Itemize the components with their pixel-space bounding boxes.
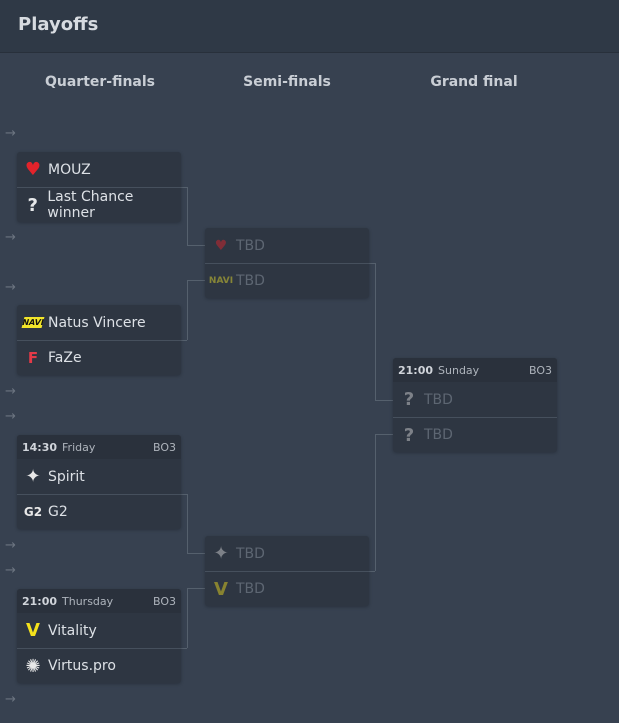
- team-row[interactable]: G2 G2: [17, 494, 181, 529]
- team-name: FaZe: [48, 350, 82, 366]
- team-row[interactable]: ? TBD: [393, 417, 557, 452]
- team-row[interactable]: ✦ Spirit: [17, 459, 181, 494]
- team-name: Spirit: [48, 468, 85, 485]
- match-time: 14:30: [22, 440, 58, 454]
- bracket-connector-line: [368, 571, 375, 572]
- match-header: 21:00 Sunday BO3: [393, 358, 557, 382]
- bracket-connector-line: [181, 494, 187, 495]
- navi-logo-icon: NAVI: [21, 317, 45, 328]
- team-row[interactable]: ♥ MOUZ: [17, 152, 181, 187]
- team-name: Vitality: [48, 622, 97, 639]
- navi-faze-icon: NAVI: [208, 276, 234, 286]
- team-name: G2: [48, 504, 68, 520]
- team-row[interactable]: V TBD: [205, 571, 369, 606]
- g2-logo-icon: G2: [23, 505, 43, 519]
- arrow-icon: →: [5, 384, 16, 399]
- question-icon: ?: [27, 194, 38, 216]
- bracket-connector-line: [187, 588, 205, 589]
- match-day: Friday: [62, 440, 96, 454]
- match-format: BO3: [152, 440, 176, 454]
- match-format: BO3: [152, 594, 176, 608]
- team-row[interactable]: ? Last Chance winner: [17, 187, 181, 222]
- column-semi-finals: Semi-finals: [243, 74, 331, 90]
- column-quarter-finals: Quarter-finals: [44, 74, 156, 90]
- team-row[interactable]: ✺ Virtus.pro: [17, 648, 181, 683]
- team-name: TBD: [236, 545, 265, 562]
- team-name: TBD: [236, 581, 265, 597]
- bracket-connector-line: [187, 187, 188, 245]
- arrow-icon: →: [5, 126, 16, 141]
- virtuspro-logo-icon: ✺: [25, 655, 41, 677]
- bracket-connector-line: [187, 553, 205, 554]
- arrow-icon: →: [5, 563, 16, 578]
- faze-logo-icon: F: [27, 349, 39, 367]
- spirit-logo-icon: ✦: [25, 466, 41, 487]
- team-row[interactable]: V Vitality: [17, 613, 181, 648]
- bracket-connector-line: [181, 648, 187, 649]
- team-name: TBD: [424, 427, 453, 443]
- spirit-g2-icon: ✦: [213, 543, 229, 564]
- match-day: Thursday: [62, 594, 114, 608]
- match-time: 21:00: [22, 594, 58, 608]
- qf-match-4[interactable]: 21:00 Thursday BO3 V Vitality ✺ Virtus.pro: [17, 589, 181, 683]
- page-header: Playoffs: [0, 0, 619, 53]
- team-name: Last Chance winner: [47, 189, 134, 221]
- question-icon: ?: [403, 389, 415, 410]
- sf-match-2[interactable]: ✦ TBD V TBD: [205, 536, 369, 606]
- match-header: 14:30 Friday BO3: [17, 435, 181, 459]
- page-title: Playoffs: [18, 14, 99, 35]
- team-name: Natus Vincere: [48, 314, 146, 331]
- bracket-connector-line: [375, 434, 376, 571]
- question-icon: ?: [403, 424, 415, 446]
- bracket-connector-line: [187, 280, 188, 340]
- qf-match-1[interactable]: ♥ MOUZ ? Last Chance winner: [17, 152, 181, 222]
- match-time: 21:00: [398, 363, 434, 377]
- arrow-icon: →: [5, 538, 16, 553]
- bracket-connector-line: [181, 340, 187, 341]
- bracket-connector-line: [375, 400, 393, 401]
- bracket-connector-line: [187, 588, 188, 648]
- vitality-logo-icon: V: [26, 620, 40, 641]
- team-row[interactable]: ✦ TBD: [205, 536, 369, 571]
- qf-match-3[interactable]: 14:30 Friday BO3 ✦ Spirit G2 G2: [17, 435, 181, 529]
- team-name: TBD: [236, 237, 265, 254]
- bracket-connector-line: [181, 187, 187, 188]
- bracket-connector-line: [187, 245, 205, 246]
- match-format: BO3: [528, 363, 552, 377]
- arrow-icon: →: [5, 230, 16, 245]
- mouz-question-icon: ♥: [214, 237, 228, 254]
- team-row[interactable]: ♥ TBD: [205, 228, 369, 263]
- team-name: TBD: [236, 273, 265, 289]
- grand-final-match[interactable]: 21:00 Sunday BO3 ? TBD ? TBD: [393, 358, 557, 452]
- bracket-connector-line: [368, 263, 375, 264]
- vitality-virtuspro-icon: V: [214, 578, 228, 600]
- bracket-connector-line: [375, 263, 376, 400]
- arrow-icon: →: [5, 280, 16, 295]
- mouz-logo-icon: ♥: [24, 159, 42, 180]
- team-name: TBD: [424, 391, 453, 408]
- bracket-connector-line: [187, 494, 188, 553]
- column-grand-final: Grand final: [430, 74, 518, 90]
- bracket-connector-line: [187, 280, 205, 281]
- team-row[interactable]: F FaZe: [17, 340, 181, 375]
- bracket-connector-line: [375, 434, 393, 435]
- arrow-icon: →: [5, 409, 16, 424]
- match-header: 21:00 Thursday BO3: [17, 589, 181, 613]
- arrow-icon: →: [5, 692, 16, 707]
- match-day: Sunday: [438, 363, 480, 377]
- team-row[interactable]: ? TBD: [393, 382, 557, 417]
- team-name: MOUZ: [48, 161, 91, 178]
- team-name: Virtus.pro: [48, 658, 116, 674]
